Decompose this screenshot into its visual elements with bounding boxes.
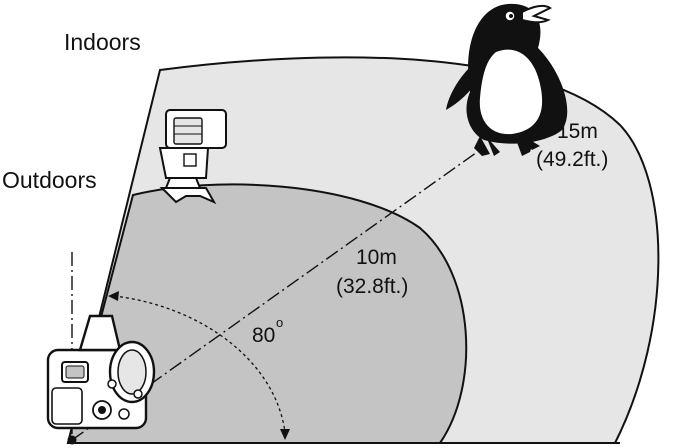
camera-icon <box>46 314 156 430</box>
far-range-distance: 15m <box>557 120 598 143</box>
indoors-label: Indoors <box>64 29 141 55</box>
angle-value: 80 <box>252 324 275 347</box>
near-range-feet: (32.8ft.) <box>336 275 408 298</box>
origin-point <box>67 435 77 445</box>
angle-arrow-left <box>108 291 119 301</box>
outdoors-label: Outdoors <box>2 167 97 193</box>
outdoor-coverage-area <box>66 183 468 444</box>
angle-degree-mark: o <box>276 315 283 330</box>
angle-arrow-bottom <box>280 429 290 440</box>
penguin-icon <box>446 3 568 156</box>
far-range-feet: (49.2ft.) <box>536 148 608 171</box>
near-range-distance: 10m <box>356 246 397 269</box>
angle-arc <box>113 295 286 433</box>
flash-icon <box>158 109 227 205</box>
